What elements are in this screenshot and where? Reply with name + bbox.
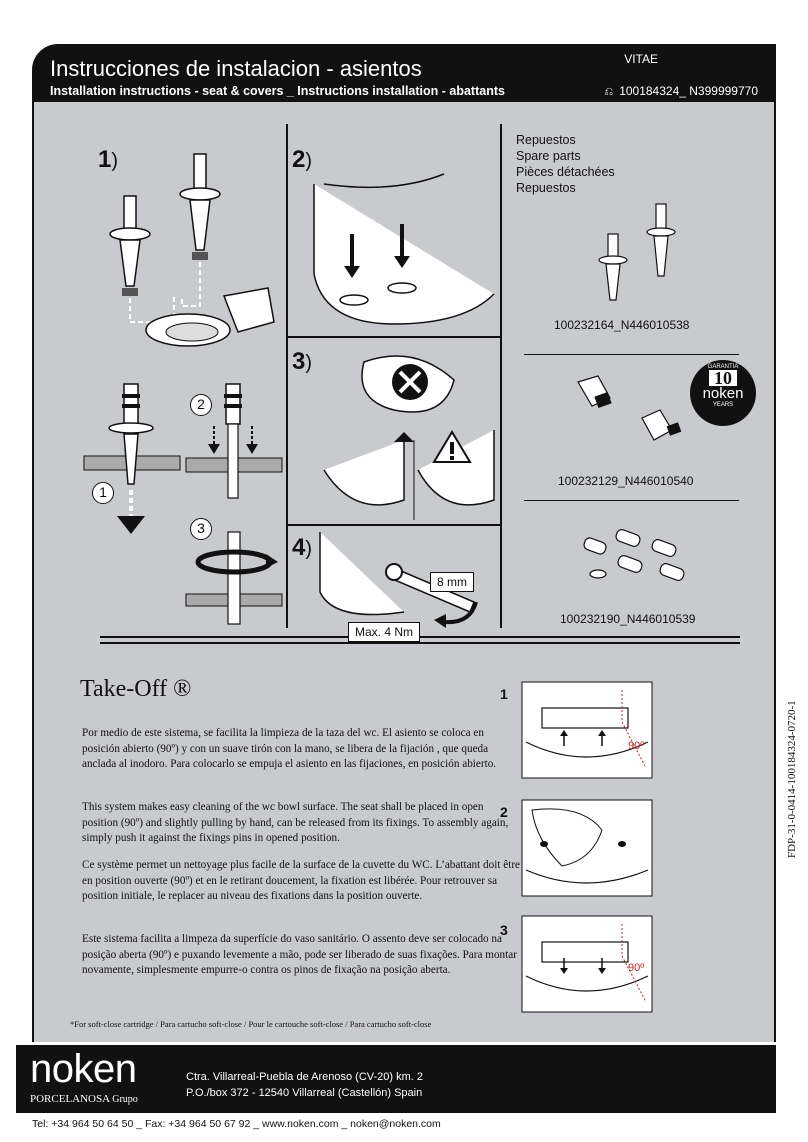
instructions-panel: 1) 2) 3) 4) 1 <box>32 102 776 1042</box>
sub-step-2: 2 <box>190 394 212 416</box>
seat-mounting-illustration <box>313 173 495 325</box>
document-title: Instrucciones de instalacion - asientos <box>50 56 422 81</box>
nut-tightening-diagram <box>185 383 283 499</box>
document-subtitle: Installation instructions - seat & cover… <box>50 84 505 98</box>
document-code-vertical: FDP-31-0-0414-100184324-0720-1 <box>786 700 798 858</box>
warning-illustration <box>323 355 495 520</box>
contact-info: Tel: +34 964 50 64 50 _ Fax: +34 964 50 … <box>32 1118 441 1130</box>
wrench-rotation-diagram <box>185 531 283 625</box>
divider <box>500 124 502 628</box>
divider <box>286 124 288 628</box>
takeoff-paragraph-en: This system makes easy cleaning of the w… <box>82 801 509 844</box>
toilet-seat-icon: ⎌ <box>604 86 614 98</box>
takeoff-paragraph-fr: Ce système permet un nettoyage plus faci… <box>82 859 521 902</box>
address-line-1: Ctra. Villarreal-Puebla de Arenoso (CV-2… <box>186 1071 424 1083</box>
company-footer: noken PORCELANOSA Grupo Ctra. Villarreal… <box>16 1045 776 1113</box>
group-name: PORCELANOSA Grupo <box>30 1093 138 1105</box>
fixing-bolts-illustration <box>109 153 275 347</box>
takeoff-title: Take-Off ® <box>80 676 192 702</box>
takeoff-paragraph-pt: Este sistema facilita a limpeza da super… <box>82 933 517 976</box>
spare-part-bolts-image <box>598 203 676 301</box>
takeoff-step-1: 1 <box>500 686 508 702</box>
torque-illustration <box>319 532 478 628</box>
wrench-size-label: 8 mm <box>430 572 474 592</box>
product-code-text: 100184324_ N399999770 <box>619 84 758 98</box>
step-number-3: 3) <box>292 348 313 375</box>
spare-part-code: 100232129_N446010540 <box>558 474 694 488</box>
takeoff-step-3-illustration <box>521 915 653 1013</box>
document-header: Instrucciones de instalacion - asientos … <box>32 44 776 102</box>
takeoff-angle-label: 90º <box>628 962 645 974</box>
warranty-badge: GARANTIA 10 noken YEARS <box>690 360 756 426</box>
company-logo: noken <box>30 1047 137 1091</box>
divider <box>100 642 740 644</box>
takeoff-angle-label: 90º <box>628 740 645 752</box>
product-code: ⎌ 100184324_ N399999770 <box>604 84 758 99</box>
spare-part-code: 100232164_N446010538 <box>554 318 690 332</box>
takeoff-step-2-illustration <box>521 799 653 897</box>
step-number-2: 2) <box>292 146 313 173</box>
bolt-insertion-diagram <box>83 383 181 534</box>
warranty-top-text: GARANTIA <box>707 364 739 370</box>
takeoff-step-3: 3 <box>500 922 508 938</box>
step-number-4: 4) <box>292 534 313 561</box>
divider <box>524 354 739 355</box>
model-name: VITAE <box>624 52 658 66</box>
divider <box>286 336 502 338</box>
spare-parts-title-en: Spare parts <box>516 149 581 163</box>
warranty-years-label: YEARS <box>712 402 734 408</box>
address-line-2: P.O./box 372 - 12540 Villarreal (Castell… <box>186 1087 423 1099</box>
spare-part-buffers-image <box>583 529 685 581</box>
takeoff-step-2: 2 <box>500 804 508 820</box>
spare-part-code: 100232190_N446010539 <box>560 612 696 626</box>
group-brand: PORCELANOSA <box>30 1093 110 1105</box>
sub-step-3: 3 <box>190 518 212 540</box>
step-number-1: 1) <box>98 146 119 173</box>
warranty-brand: noken <box>702 385 744 402</box>
group-suffix: Grupo <box>112 1094 138 1105</box>
spare-part-cartridge-image <box>577 375 682 441</box>
warranty-years-number: 10 <box>709 369 737 387</box>
takeoff-step-1-illustration <box>521 681 653 779</box>
spare-parts-title-es: Repuestos <box>516 133 576 147</box>
torque-label: Max. 4 Nm <box>348 622 421 642</box>
footnote: *For soft-close cartridge / Para cartuch… <box>70 1019 432 1029</box>
divider <box>524 500 739 501</box>
takeoff-paragraph-es: Por medio de este sistema, se facilita l… <box>82 727 497 770</box>
sub-step-1: 1 <box>92 482 114 504</box>
divider <box>286 524 502 526</box>
spare-parts-title-fr: Pièces détachées <box>516 165 615 179</box>
spare-parts-title-pt: Repuestos <box>516 181 576 195</box>
spare-parts-title: Repuestos Spare parts Pièces détachées R… <box>516 132 615 196</box>
